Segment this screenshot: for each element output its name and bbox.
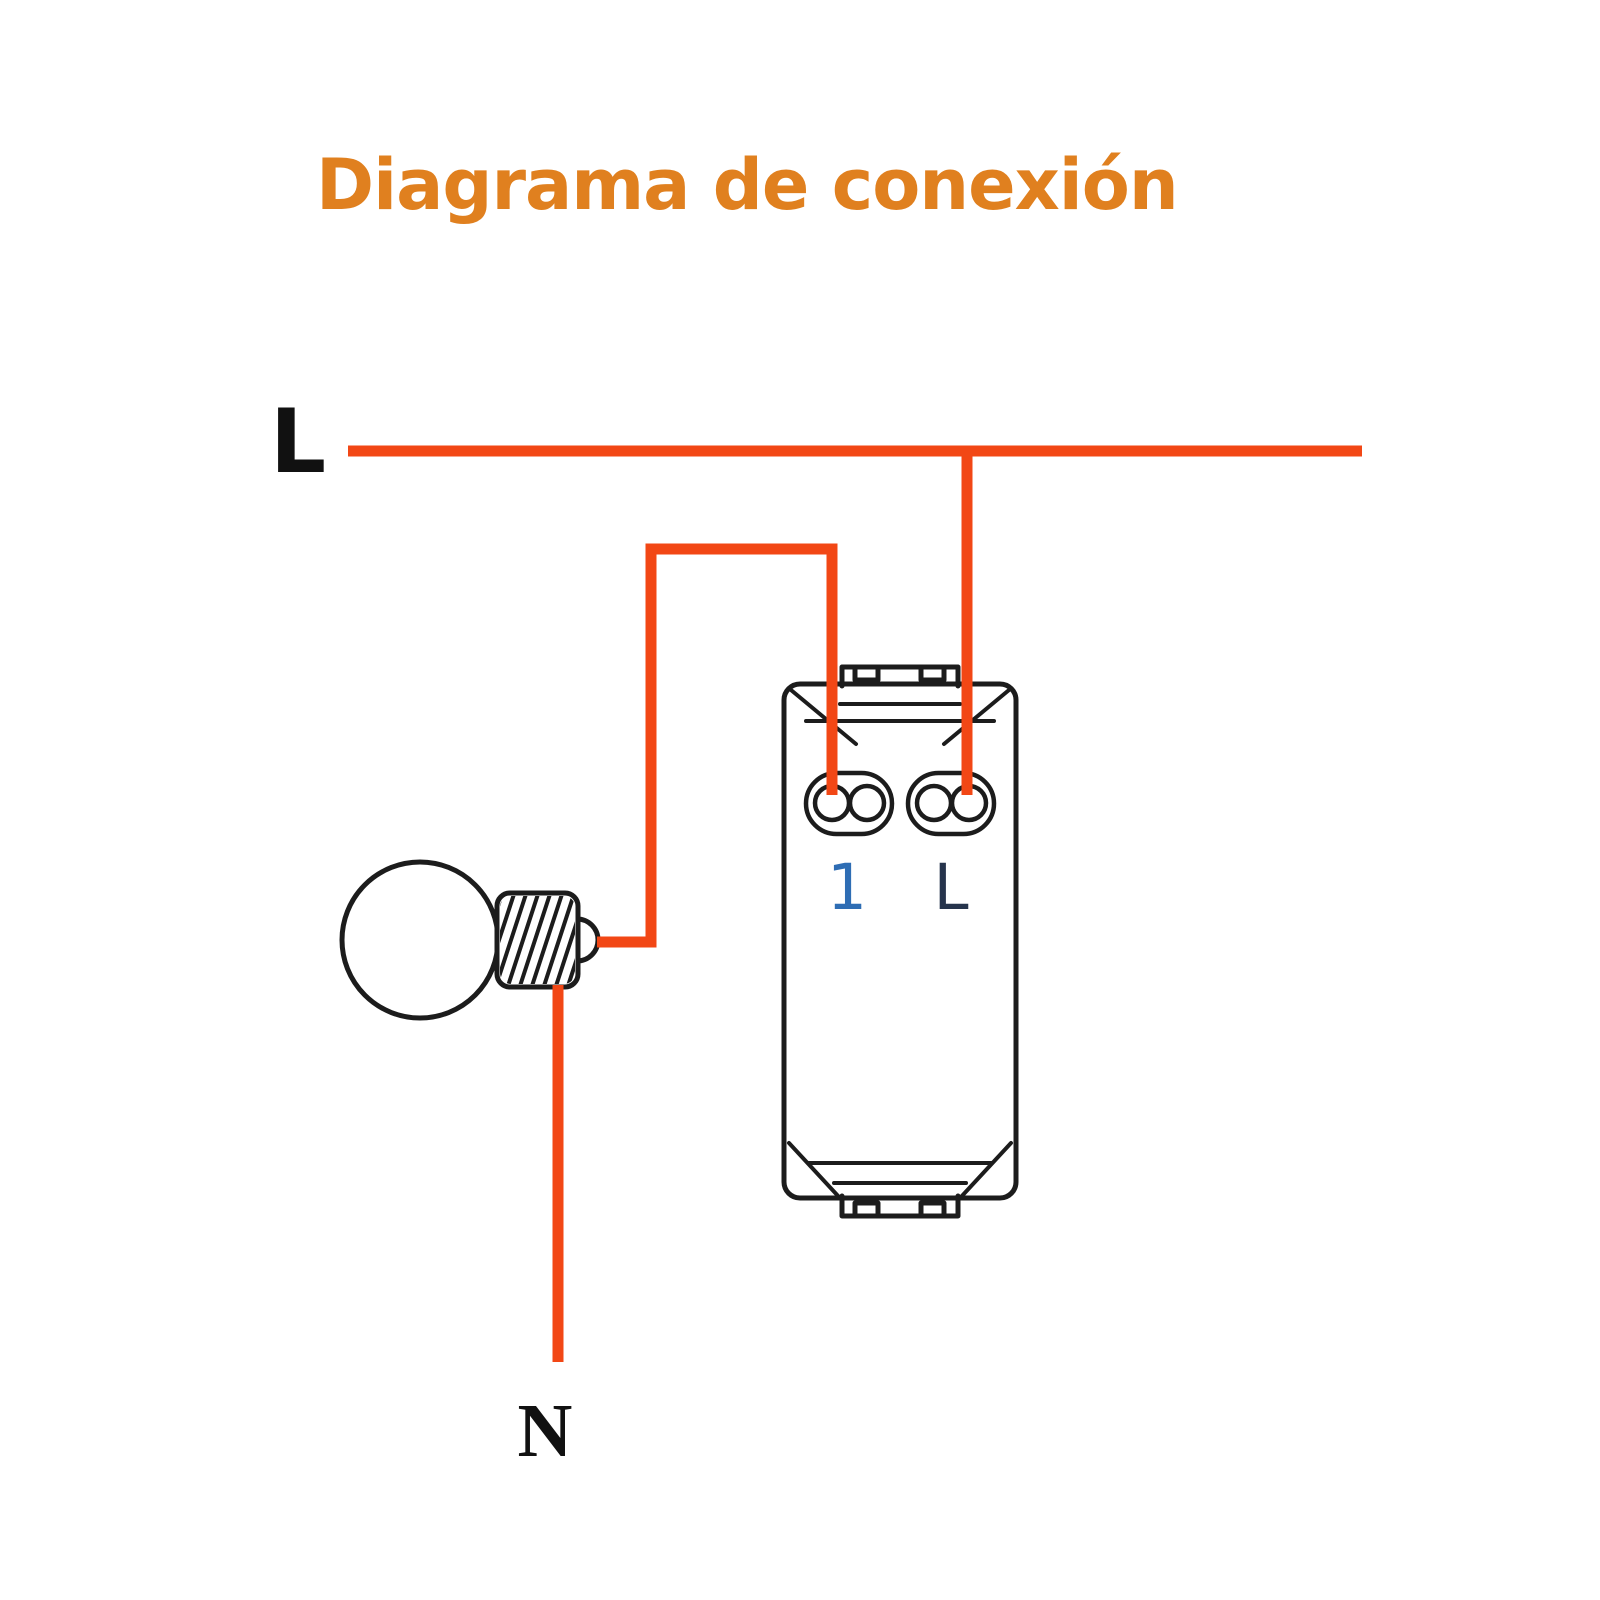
terminal-l-hole-left	[914, 783, 954, 823]
top-tab-notch	[918, 664, 947, 683]
switch-bottom-tab	[839, 1193, 961, 1219]
switch-top-tab	[839, 664, 961, 689]
neutral-label: N	[518, 1389, 573, 1473]
terminal-group-1	[803, 770, 895, 837]
bottom-tab-notch	[918, 1200, 947, 1219]
page-title: Diagrama de conexión	[316, 144, 1179, 226]
light-bulb	[339, 859, 601, 1021]
switch-body	[781, 681, 1019, 1201]
bottom-tab-notch	[852, 1200, 881, 1219]
switch-bottom-collar	[787, 1141, 1013, 1199]
bulb-globe	[339, 859, 501, 1021]
terminal-1-label: 1	[827, 851, 867, 924]
terminal-l-label: L	[933, 851, 968, 924]
wire-switched	[597, 543, 838, 948]
terminal-1-hole-right	[847, 783, 887, 823]
wires	[348, 445, 1362, 1362]
top-tab-notch	[852, 664, 881, 683]
switch-module	[781, 664, 1019, 1219]
line-label: L	[270, 390, 326, 493]
terminal-group-l	[905, 770, 997, 837]
bulb-thread-lines	[500, 896, 575, 984]
